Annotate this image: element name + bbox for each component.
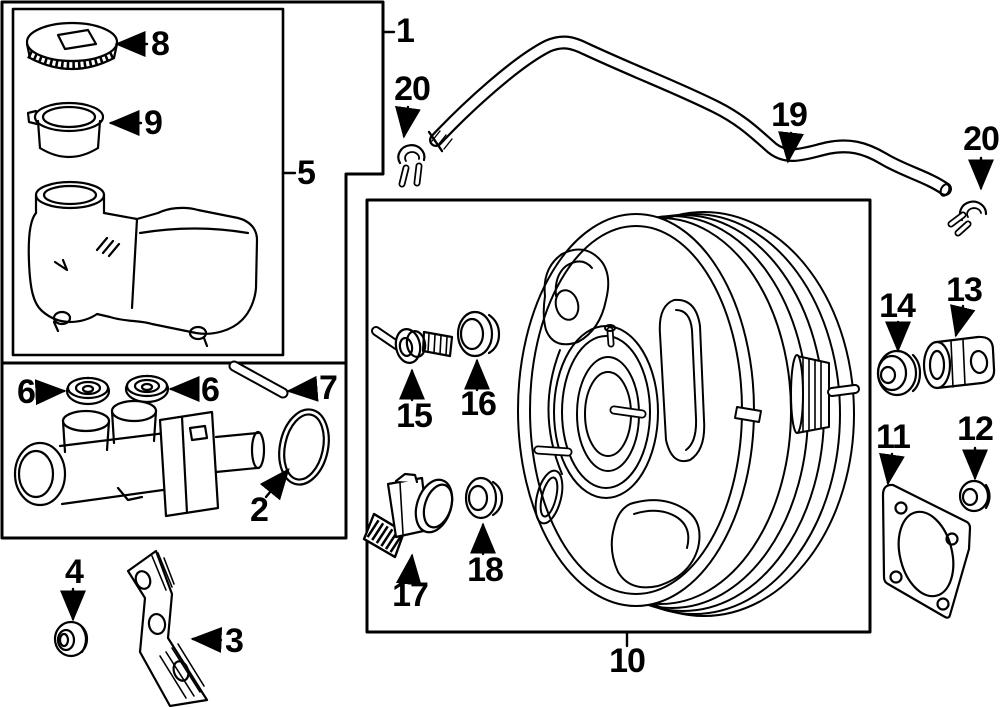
callout-4: 4 [65,553,84,591]
o-ring [278,408,330,486]
callout-15: 15 [396,397,433,435]
hose-clamp-left [397,144,426,188]
callout-3: 3 [225,622,244,660]
clamp-bracket [922,335,996,390]
callout-6b: 6 [201,371,220,409]
reservoir-grommet-right [124,374,170,404]
check-valve [371,326,454,364]
booster-nut [958,479,991,513]
reservoir-cap [25,21,119,71]
callout-8: 8 [151,25,170,63]
grommet-14 [876,349,922,397]
reservoir-seal [26,101,105,158]
grommet-18 [464,476,504,520]
callout-12: 12 [957,410,994,448]
arrow-20a [395,105,421,139]
elbow-connector [362,472,454,559]
leader-lines [281,30,629,648]
master-cylinder [13,399,266,518]
booster-gasket [881,483,972,619]
booster-group-box [365,198,872,634]
callout-2: 2 [250,491,269,529]
callout-1: 1 [396,12,415,50]
callout-17: 17 [392,576,429,614]
callout-11: 11 [876,418,911,456]
arrow-11 [879,452,905,486]
callout-19: 19 [771,96,808,134]
callout-9: 9 [144,104,163,142]
callout-6a: 6 [17,373,36,411]
assembly-outline-box [0,0,385,540]
reservoir-group-box [11,7,285,357]
callout-16: 16 [460,385,497,423]
callout-arrows [34,30,994,654]
arrow-3 [190,627,223,654]
callout-18: 18 [467,551,504,589]
callout-20b: 20 [963,120,1000,158]
arrow-17 [395,553,422,586]
retaining-pin [228,360,289,399]
brake-booster [517,211,860,617]
arrow-19 [778,131,804,164]
callout-14: 14 [879,287,916,325]
reservoir-tank [27,180,259,348]
arrow-7 [286,375,319,402]
mounting-bracket [126,549,209,707]
callout-10: 10 [609,642,646,680]
callout-7: 7 [319,369,338,407]
reservoir-grommet-left [65,376,111,406]
arrow-2 [259,467,290,501]
arrow-6a [34,379,67,406]
callout-20a: 20 [394,70,431,108]
vacuum-hose [427,35,952,197]
callout-5: 5 [297,154,316,192]
arrow-13 [950,304,976,338]
callout-13: 13 [946,271,983,309]
hose-clamp-right [947,200,988,237]
grommet-16 [456,310,501,358]
mounting-nut [53,620,89,658]
